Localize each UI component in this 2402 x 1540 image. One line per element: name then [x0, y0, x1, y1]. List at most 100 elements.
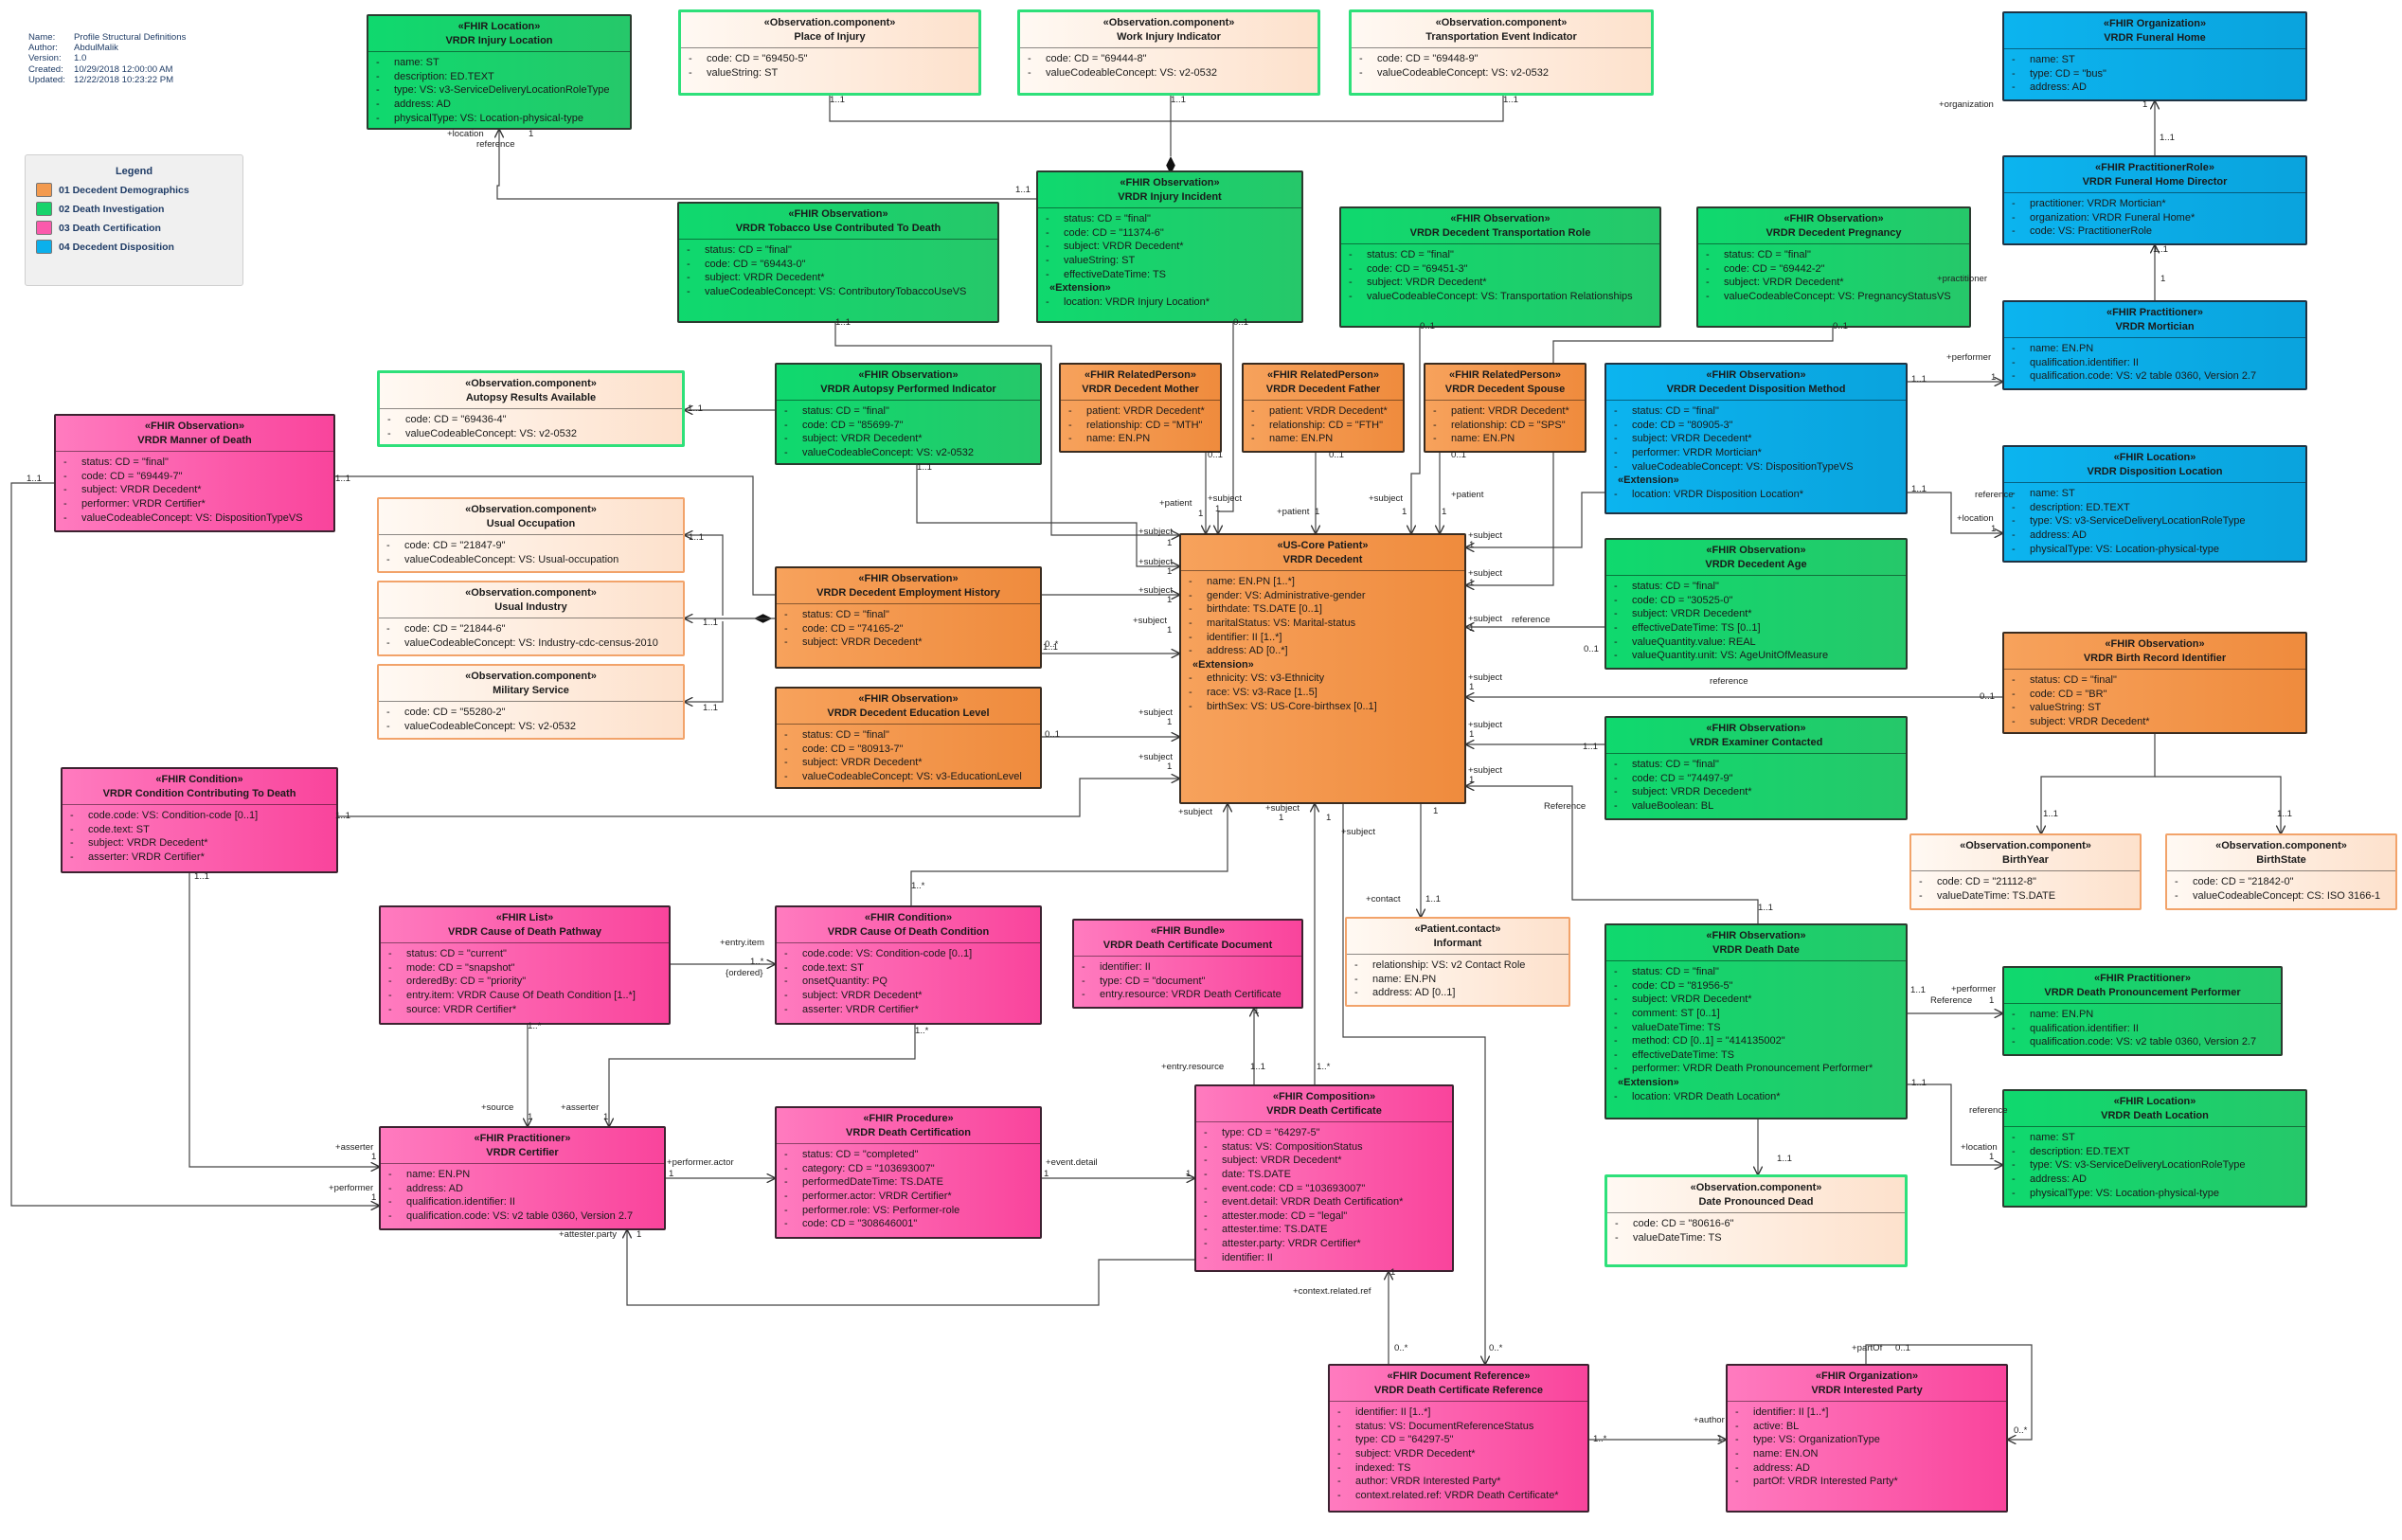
class-attributes: -type: CD = "64297-5"-status: VS: Compos… — [1196, 1122, 1452, 1267]
connector-label: +entry.resource — [1161, 1062, 1225, 1072]
attribute-text: code.code: VS: Condition-code [0..1] — [802, 948, 973, 960]
attribute-text: code: CD = "69450-5" — [707, 53, 808, 65]
attribute-marker: - — [1251, 405, 1255, 418]
attribute-marker: - — [70, 851, 74, 863]
class-attribute: -method: CD [0..1] = "414135002" — [1614, 1034, 1900, 1048]
class-box-informant[interactable]: «Patient.contact»Informant-relationship:… — [1345, 917, 1570, 1007]
class-attributes: -status: CD = "current"-mode: CD = "snap… — [381, 943, 669, 1019]
connector-label: +attester.party — [559, 1229, 618, 1240]
class-box-mortician[interactable]: «FHIR Practitioner»VRDR Mortician-name: … — [2002, 300, 2307, 390]
class-box-transport-role[interactable]: «FHIR Observation»VRDR Decedent Transpor… — [1339, 206, 1661, 328]
class-box-examiner-contacted[interactable]: «FHIR Observation»VRDR Examiner Contacte… — [1604, 716, 1908, 820]
attribute-marker: - — [1189, 686, 1192, 698]
class-box-place-of-injury[interactable]: «Observation.component»Place of Injury-c… — [678, 9, 981, 96]
class-box-mother[interactable]: «FHIR RelatedPerson»VRDR Decedent Mother… — [1059, 363, 1222, 453]
extension-header: «Extension» — [1192, 658, 1254, 671]
class-attributes: -name: EN.PN [1..*]-gender: VS: Administ… — [1181, 571, 1464, 716]
class-box-certificate-document[interactable]: «FHIR Bundle»VRDR Death Certificate Docu… — [1072, 919, 1303, 1009]
class-attributes: -code: CD = "21112-8"-valueDateTime: TS.… — [1911, 871, 2140, 905]
attribute-text: name: EN.PN — [1372, 973, 1437, 985]
class-attribute: -code: CD = "69443-0" — [687, 258, 992, 272]
attribute-marker: - — [1189, 672, 1192, 685]
connector-label: 1 — [371, 1152, 377, 1162]
class-attribute: -code: CD = "74165-2" — [784, 622, 1034, 636]
meta-row: Updated:12/22/2018 10:23:22 PM — [28, 75, 186, 85]
attribute-marker: - — [388, 1209, 392, 1222]
class-box-father[interactable]: «FHIR RelatedPerson»VRDR Decedent Father… — [1242, 363, 1405, 453]
connector-label: 1 — [2142, 99, 2148, 110]
class-attribute: -patient: VRDR Decedent* — [1433, 404, 1579, 419]
class-box-death-certificate[interactable]: «FHIR Composition»VRDR Death Certificate… — [1194, 1084, 1454, 1272]
attribute-text: address: AD — [394, 98, 451, 110]
class-box-employment-history[interactable]: «FHIR Observation»VRDR Decedent Employme… — [775, 566, 1042, 669]
class-box-autopsy-performed[interactable]: «FHIR Observation»VRDR Autopsy Performed… — [775, 363, 1042, 465]
class-box-birth-record[interactable]: «FHIR Observation»VRDR Birth Record Iden… — [2002, 632, 2307, 734]
class-box-tobacco[interactable]: «FHIR Observation»VRDR Tobacco Use Contr… — [677, 202, 999, 323]
connector-label: 1..1 — [1250, 1062, 1266, 1072]
class-box-military-service[interactable]: «Observation.component»Military Service-… — [377, 664, 685, 740]
class-box-work-injury[interactable]: «Observation.component»Work Injury Indic… — [1017, 9, 1320, 96]
class-name: Work Injury Indicator — [1117, 30, 1221, 43]
class-box-birth-state[interactable]: «Observation.component»BirthState-code: … — [2165, 833, 2397, 910]
class-attribute: -performer: VRDR Certifier* — [63, 497, 328, 511]
class-box-manner-of-death[interactable]: «FHIR Observation»VRDR Manner of Death-s… — [54, 414, 335, 532]
attribute-marker: - — [784, 729, 788, 742]
class-stereotype: «FHIR Observation» — [1706, 369, 1806, 381]
attribute-text: type: VS: OrganizationType — [1753, 1434, 1880, 1446]
class-box-usual-industry[interactable]: «Observation.component»Usual Industry-co… — [377, 581, 685, 656]
class-box-injury-location[interactable]: «FHIR Location»VRDR Injury Location-name… — [367, 14, 632, 130]
class-attribute: -code: CD = "69444-8" — [1028, 52, 1312, 66]
connector-label: 1..1 — [688, 403, 704, 414]
attribute-text: valueCodeableConcept: VS: ContributoryTo… — [705, 285, 967, 297]
class-box-birth-year[interactable]: «Observation.component»BirthYear-code: C… — [1909, 833, 2142, 910]
attribute-text: subject: VRDR Decedent* — [1632, 786, 1752, 798]
class-attribute: -code: CD = "80616-6" — [1615, 1217, 1899, 1231]
connector-label: 1..* — [750, 957, 764, 967]
connector-label: 1..1 — [335, 474, 351, 484]
class-box-certifier[interactable]: «FHIR Practitioner»VRDR Certifier-name: … — [379, 1126, 666, 1230]
attribute-text: code: CD = "21844-6" — [404, 623, 506, 636]
class-attribute: -valueDateTime: TS — [1615, 1231, 1899, 1245]
class-box-disposition-location[interactable]: «FHIR Location»VRDR Disposition Location… — [2002, 445, 2307, 563]
class-stereotype: «FHIR Condition» — [155, 774, 243, 785]
class-box-pregnancy[interactable]: «FHIR Observation»VRDR Decedent Pregnanc… — [1696, 206, 1971, 328]
class-box-pronounced-dead[interactable]: «Observation.component»Date Pronounced D… — [1604, 1174, 1908, 1267]
extension-attribute: -race: VS: v3-Race [1..5] — [1189, 686, 1459, 700]
connector-label: +asserter — [561, 1102, 600, 1113]
class-attribute: -name: EN.ON — [1735, 1447, 2000, 1461]
class-box-disposition-method[interactable]: «FHIR Observation»VRDR Decedent Disposit… — [1604, 363, 1908, 514]
class-box-spouse[interactable]: «FHIR RelatedPerson»VRDR Decedent Spouse… — [1424, 363, 1586, 453]
class-box-injury-incident[interactable]: «FHIR Observation»VRDR Injury Incident-s… — [1036, 170, 1303, 323]
class-attribute: -valueCodeableConcept: VS: PregnancyStat… — [1706, 290, 1963, 304]
class-box-education-level[interactable]: «FHIR Observation»VRDR Decedent Educatio… — [775, 687, 1042, 789]
class-box-autopsy-results[interactable]: «Observation.component»Autopsy Results A… — [377, 370, 685, 447]
class-box-transport-event[interactable]: «Observation.component»Transportation Ev… — [1349, 9, 1654, 96]
class-box-funeral-director[interactable]: «FHIR PractitionerRole»VRDR Funeral Home… — [2002, 155, 2307, 245]
class-box-document-reference[interactable]: «FHIR Document Reference»VRDR Death Cert… — [1328, 1364, 1589, 1513]
class-box-death-location[interactable]: «FHIR Location»VRDR Death Location-name:… — [2002, 1089, 2307, 1208]
class-box-interested-party[interactable]: «FHIR Organization»VRDR Interested Party… — [1726, 1364, 2008, 1513]
class-name: VRDR Decedent Transportation Role — [1409, 226, 1591, 239]
class-attribute: -name: EN.PN — [1251, 432, 1397, 446]
class-box-death-certification[interactable]: «FHIR Procedure»VRDR Death Certification… — [775, 1106, 1042, 1239]
class-box-cause-condition[interactable]: «FHIR Condition»VRDR Cause Of Death Cond… — [775, 905, 1042, 1025]
class-attribute: -code: CD = "81956-5" — [1614, 979, 1900, 994]
class-box-cause-pathway[interactable]: «FHIR List»VRDR Cause of Death Pathway-s… — [379, 905, 671, 1025]
class-box-funeral-home[interactable]: «FHIR Organization»VRDR Funeral Home-nam… — [2002, 11, 2307, 101]
attribute-marker: - — [1337, 1489, 1341, 1501]
class-box-decedent-age[interactable]: «FHIR Observation»VRDR Decedent Age-stat… — [1604, 538, 1908, 670]
class-box-pronouncement-performer[interactable]: «FHIR Practitioner»VRDR Death Pronouncem… — [2002, 966, 2283, 1056]
connector-label: 1 — [1433, 806, 1439, 816]
class-box-condition-contributing[interactable]: «FHIR Condition»VRDR Condition Contribut… — [61, 767, 338, 873]
class-attributes: -code: CD = "69450-5"-valueString: ST — [681, 48, 978, 82]
class-box-decedent[interactable]: «US-Core Patient»VRDR Decedent-name: EN.… — [1179, 533, 1466, 804]
class-box-usual-occupation[interactable]: «Observation.component»Usual Occupation-… — [377, 497, 685, 573]
connector-label: 1..1 — [1583, 742, 1599, 752]
class-attribute: -identifier: II — [1204, 1251, 1446, 1265]
attribute-marker: - — [1354, 959, 1358, 972]
class-attribute: -name: ST — [2012, 1131, 2300, 1145]
class-attribute: -subject: VRDR Decedent* — [1349, 276, 1654, 290]
attribute-marker: - — [687, 258, 690, 270]
attribute-marker: - — [70, 823, 74, 835]
class-box-death-date[interactable]: «FHIR Observation»VRDR Death Date-status… — [1604, 923, 1908, 1119]
